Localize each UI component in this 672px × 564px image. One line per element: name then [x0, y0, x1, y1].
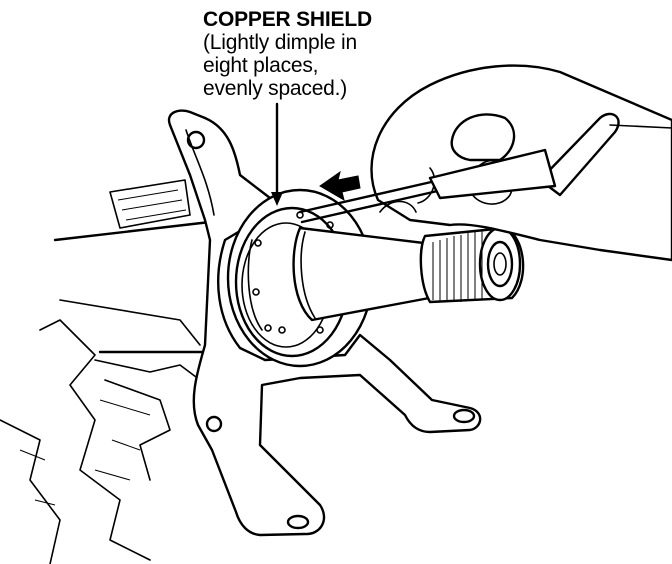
callout-line-1: (Lightly dimple in	[203, 31, 357, 54]
bolt-hole-right	[452, 408, 476, 424]
engine-block-background	[0, 179, 201, 564]
callout-leader-arrowhead	[271, 192, 283, 206]
copper-shield-callout: COPPER SHIELD (Lightly dimple in eight p…	[203, 8, 443, 100]
callout-line-2: eight places,	[203, 54, 319, 77]
bolt-hole-top	[186, 130, 206, 150]
hand-with-screwdriver	[298, 64, 672, 262]
axle-line	[53, 220, 212, 242]
dimple-3	[264, 324, 272, 332]
dimple-8	[326, 221, 334, 229]
callout-line-3: evenly spaced.)	[203, 77, 348, 100]
driveshaft	[292, 226, 525, 322]
bolt-hole-left	[205, 415, 223, 433]
direction-arrow	[319, 170, 361, 202]
dimple-2	[252, 288, 260, 296]
bearing-bracket	[167, 109, 482, 537]
dimple-5	[316, 326, 324, 334]
dimple-4	[278, 326, 286, 334]
bolt-hole-bottom	[286, 514, 310, 530]
callout-title: COPPER SHIELD	[203, 8, 372, 31]
dimple-1	[254, 239, 262, 247]
